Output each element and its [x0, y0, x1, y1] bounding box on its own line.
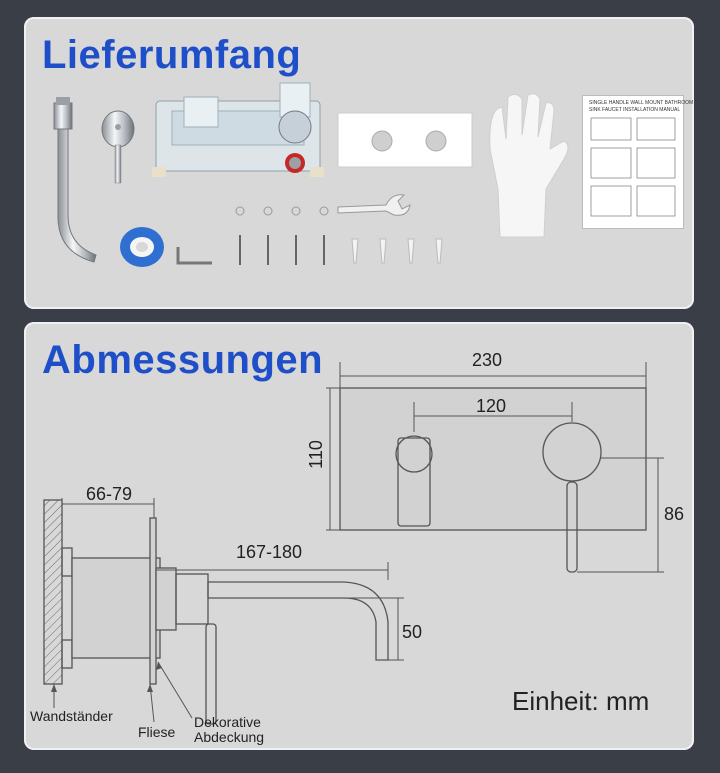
plate-height-value: 110: [305, 440, 326, 469]
unit-label: Einheit: mm: [512, 686, 650, 716]
front-view-drawing: [326, 362, 664, 573]
spout-reach-value: 167-180: [236, 542, 303, 562]
plate-width-value: 230: [472, 350, 503, 370]
manual-illustrations-icon: [590, 117, 676, 217]
center-distance-value: 120: [476, 396, 507, 416]
cover-plate-icon: [337, 112, 473, 168]
installation-manual: SINGLE HANDLE WALL MOUNT BATHROOM SINK F…: [582, 95, 693, 229]
wall-depth-value: 66-79: [86, 484, 133, 504]
tape-roll-icon: [120, 227, 164, 267]
manual-title: SINGLE HANDLE WALL MOUNT BATHROOM: [589, 100, 694, 106]
package-contents-panel: Lieferumfang SING: [24, 17, 694, 309]
washers-screws-dowels-icon: [235, 206, 443, 265]
dimensions-panel: Abmessungen: [24, 322, 694, 750]
hex-key-icon: [176, 247, 212, 265]
side-view-drawing: [43, 498, 404, 725]
mixing-valve-box-icon: [152, 82, 324, 177]
manual-subtitle: SINK FAUCET INSTALLATION MANUAL: [589, 107, 681, 113]
decorative-cover-label-line1: Dekorative: [194, 714, 261, 730]
dimensions-heading: Abmessungen: [42, 338, 324, 382]
tile-label: Fliese: [138, 724, 176, 740]
spout-height-value: 50: [402, 622, 423, 642]
decorative-cover-label-line2: Abdeckung: [194, 729, 265, 745]
wall-stand-label: Wandständer: [30, 708, 113, 724]
spout-part-icon: [53, 97, 97, 263]
package-contents-heading: Lieferumfang: [42, 33, 302, 77]
handle-height-value: 86: [664, 504, 685, 524]
handle-part-icon: [101, 110, 135, 184]
wrench-icon: [337, 194, 411, 216]
gloves-icon: [489, 93, 569, 238]
